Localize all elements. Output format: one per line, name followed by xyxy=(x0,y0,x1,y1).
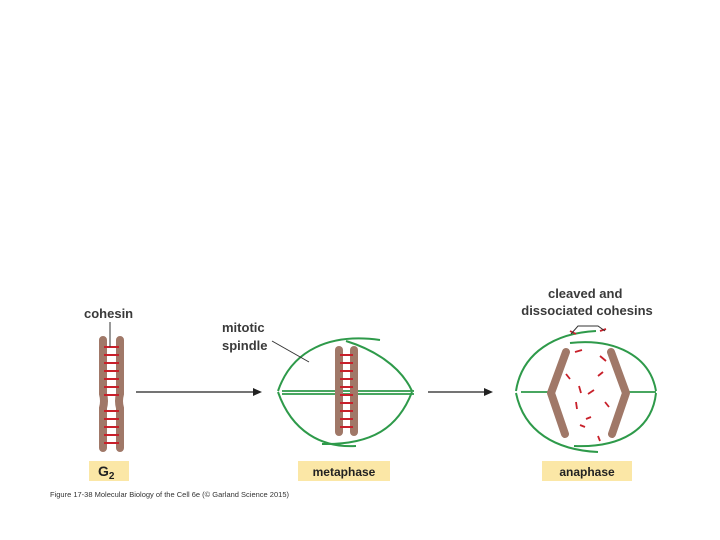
mitotic-spindle-label: mitotic spindle xyxy=(222,320,268,353)
cleaved-cohesin-fragment xyxy=(574,349,583,353)
anaphase-spindle-bottom-left xyxy=(515,392,599,453)
g2-label-box xyxy=(89,461,129,481)
metaphase-spindle-top-right xyxy=(345,340,413,392)
anaphase-spindle xyxy=(515,330,657,453)
cohesin-label: cohesin xyxy=(84,306,133,321)
cleaved-label-line2: dissociated cohesins xyxy=(521,303,653,318)
cleaved-cohesins-label: cleaved and dissociated cohesins xyxy=(521,286,653,318)
metaphase-spindle-bottom xyxy=(277,391,357,448)
arrow-metaphase-to-anaphase xyxy=(428,388,493,396)
metaphase-cohesin-rungs xyxy=(340,354,353,428)
g2-left-chromatid xyxy=(99,336,108,452)
anaphase-left-chromatid xyxy=(547,348,570,438)
metaphase-label-box xyxy=(298,461,390,481)
g2-label: G2 xyxy=(98,463,115,482)
cleaved-cohesins-bracket xyxy=(570,325,606,335)
cleaved-cohesin-fragment xyxy=(575,401,578,410)
cleaved-cohesin-fragment xyxy=(585,416,592,420)
cleaved-cohesin-fragment xyxy=(599,355,607,362)
cleaved-cohesin-fragment xyxy=(569,330,577,335)
mitotic-spindle-label-line2: spindle xyxy=(222,338,268,353)
cleaved-cohesin-fragment xyxy=(597,371,604,377)
metaphase-chromosome-pair xyxy=(335,346,358,436)
anaphase-chromosomes xyxy=(547,348,630,438)
cleaved-cohesin-fragment xyxy=(578,385,582,394)
g2-chromosome-pair xyxy=(99,336,124,452)
g2-label-subscript: 2 xyxy=(109,471,115,482)
figure-caption: Figure 17-38 Molecular Biology of the Ce… xyxy=(50,490,289,499)
g2-right-chromatid xyxy=(115,336,124,452)
cleaved-label-line1: cleaved and xyxy=(548,286,622,301)
metaphase-spindle-top xyxy=(277,337,381,392)
cleaved-cohesin-fragment xyxy=(604,401,610,408)
anaphase-spindle-top-right xyxy=(569,341,657,392)
g2-label-main: G xyxy=(98,463,109,479)
metaphase-label: metaphase xyxy=(313,465,376,479)
cleaved-cohesin-fragments xyxy=(565,328,610,442)
anaphase-label: anaphase xyxy=(559,465,615,479)
metaphase-spindle-bottom-right xyxy=(321,391,413,446)
cleaved-cohesin-fragment xyxy=(565,373,571,380)
cleaved-cohesin-fragment xyxy=(579,424,586,428)
anaphase-spindle-bottom-right xyxy=(573,392,657,448)
spindle-pointer xyxy=(271,340,310,363)
arrow-1-head xyxy=(253,388,262,396)
anaphase-right-chromatid xyxy=(607,348,630,438)
arrow-2-head xyxy=(484,388,493,396)
cleaved-cohesin-fragment xyxy=(597,435,601,442)
cleaved-cohesin-fragment xyxy=(587,389,595,395)
arrow-g2-to-metaphase xyxy=(136,388,262,396)
mitotic-spindle-label-line1: mitotic xyxy=(222,320,265,335)
g2-cohesin-rungs xyxy=(104,346,119,444)
anaphase-spindle-top-left xyxy=(515,330,597,392)
anaphase-label-box xyxy=(542,461,632,481)
